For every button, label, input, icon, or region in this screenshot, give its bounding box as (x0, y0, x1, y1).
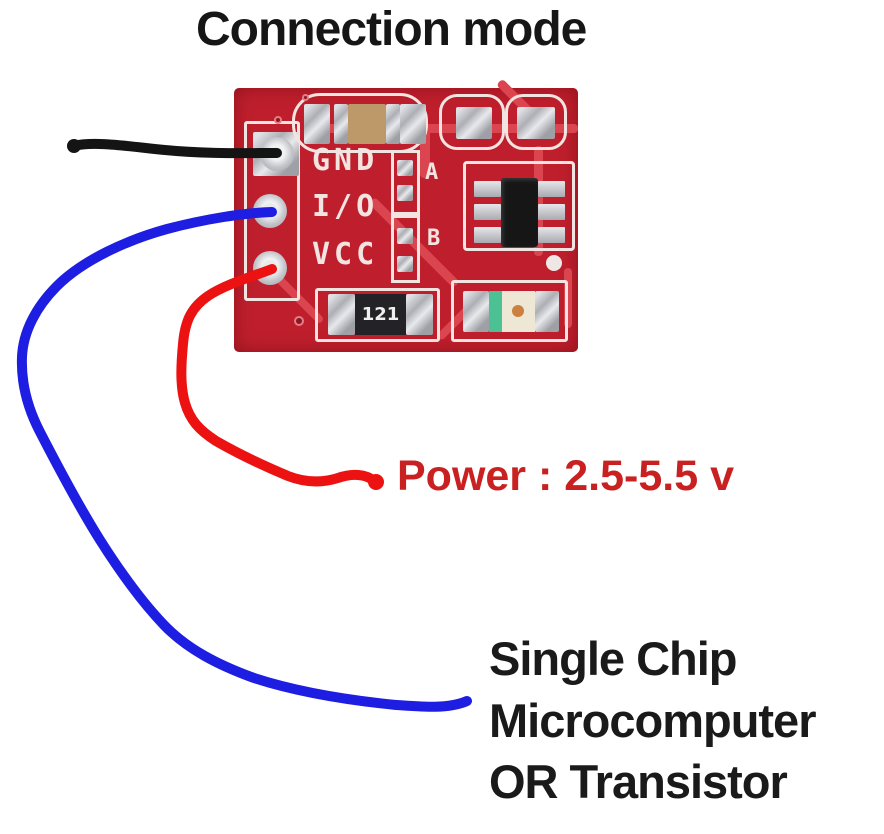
chip-leg (538, 204, 565, 220)
pcb-trace (564, 268, 572, 328)
pad-outline (505, 94, 567, 150)
pcb-trace (322, 124, 578, 133)
load-annotation: Single Chip Microcomputer OR Transistor (489, 628, 816, 813)
led-pad (463, 291, 489, 332)
via (302, 94, 309, 101)
led-cathode-stripe (489, 291, 502, 332)
gnd-wire-tip (67, 139, 81, 153)
load-line-3: OR Transistor (489, 755, 788, 809)
pcb-trace (534, 146, 543, 256)
solder-pad (456, 107, 492, 139)
reference-dot (546, 255, 562, 271)
load-line-1: Single Chip (489, 632, 737, 685)
pin-label-vcc: VCC (312, 237, 379, 272)
jumper-b-outline (391, 215, 420, 283)
gnd-hole (260, 137, 294, 171)
io-hole-center (262, 203, 278, 219)
jumper-label-a: A (425, 160, 439, 185)
load-line-2: Microcomputer (489, 693, 816, 747)
resistor-body: 121 (355, 294, 406, 335)
chip-leg (538, 181, 565, 197)
chip-leg (474, 181, 501, 197)
chip-leg (474, 227, 501, 243)
capacitor-cap (386, 104, 400, 144)
resistor-value: 121 (361, 304, 400, 325)
resistor-cap (406, 294, 433, 335)
capacitor-body (348, 104, 386, 144)
capacitor-pad (304, 104, 330, 144)
pcb-trace (420, 128, 430, 178)
pad-outline (439, 94, 505, 150)
jumper-a-pad (397, 185, 413, 201)
capacitor-pad (400, 104, 426, 144)
solder-pad (517, 107, 555, 139)
resistor-cap (328, 294, 355, 335)
touch-sensor-module-board: GND I/O VCC A B (234, 78, 578, 352)
power-annotation: Power : 2.5-5.5 v (397, 452, 734, 500)
chip-leg (474, 204, 501, 220)
chip-outline (463, 161, 575, 251)
jumper-a-pad (397, 160, 413, 176)
via (274, 116, 282, 124)
pin-label-io: I/O (312, 189, 379, 224)
jumper-b-pad (397, 256, 413, 272)
capacitor-cap (334, 104, 348, 144)
chip-leg (538, 227, 565, 243)
vcc-hole-center (262, 260, 278, 276)
led-pad (535, 291, 559, 332)
led-die (512, 305, 524, 317)
page-title: Connection mode (196, 3, 587, 56)
jumper-label-b: B (427, 226, 441, 251)
capacitor-outline (292, 93, 428, 153)
chip-body (501, 178, 538, 247)
vcc-wire-tip (368, 474, 384, 490)
jumper-b-pad (397, 228, 413, 244)
via (294, 316, 304, 326)
